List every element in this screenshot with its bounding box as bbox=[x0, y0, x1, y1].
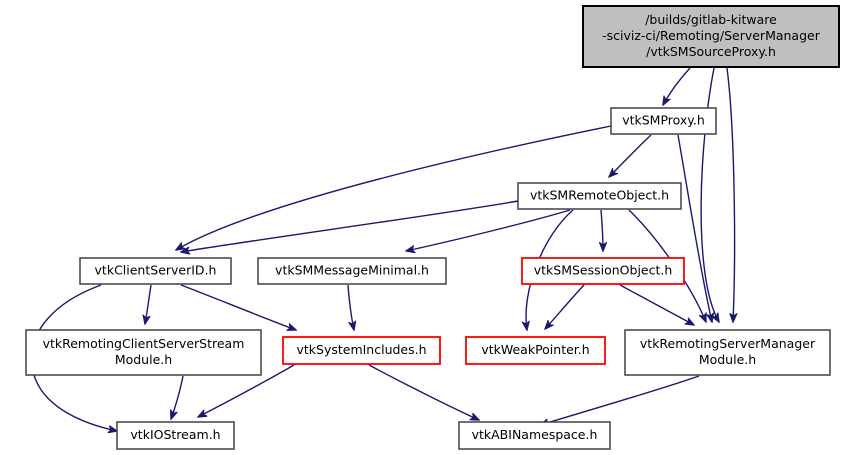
node-label-root: -sciviz-ci/Remoting/ServerManager bbox=[602, 28, 821, 43]
node-smsessionobject[interactable]: vtkSMSessionObject.h bbox=[521, 257, 685, 285]
node-label-smsessionobject: vtkSMSessionObject.h bbox=[534, 263, 673, 278]
edge-root-to-remotingservermanagermodule bbox=[700, 67, 719, 322]
edge-smmessageminimal-to-systemincludes bbox=[347, 284, 354, 330]
node-smremoteobject[interactable]: vtkSMRemoteObject.h bbox=[517, 182, 682, 210]
node-label-remotingservermanagermodule: Module.h bbox=[699, 352, 756, 367]
node-box-smsessionobject[interactable] bbox=[521, 257, 685, 285]
edge-smsessionobject-to-remotingservermanagermodule bbox=[619, 284, 694, 325]
edge-smsessionobject-to-weakpointer bbox=[545, 284, 585, 329]
edges-layer bbox=[31, 67, 735, 431]
node-label-root: /builds/gitlab-kitware bbox=[645, 12, 777, 27]
node-weakpointer[interactable]: vtkWeakPointer.h bbox=[465, 336, 606, 365]
node-clientserverid[interactable]: vtkClientServerID.h bbox=[79, 257, 232, 285]
node-label-weakpointer: vtkWeakPointer.h bbox=[481, 342, 589, 357]
node-box-smproxy[interactable] bbox=[610, 107, 717, 135]
node-label-remotingservermanagermodule: vtkRemotingServerManager bbox=[640, 336, 816, 351]
edge-clientserverid-to-systemincludes bbox=[180, 284, 296, 330]
node-box-remotingservermanagermodule[interactable] bbox=[624, 329, 831, 376]
edge-clientserverid-to-remotingclientserverstreammodule bbox=[145, 284, 152, 324]
node-smmessageminimal[interactable]: vtkSMMessageMinimal.h bbox=[257, 257, 447, 285]
edge-smremoteobject-to-smsessionobject bbox=[601, 209, 603, 251]
node-label-root: /vtkSMSourceProxy.h bbox=[646, 44, 776, 59]
node-label-clientserverid: vtkClientServerID.h bbox=[95, 263, 217, 278]
node-box-abinamespace[interactable] bbox=[458, 421, 611, 450]
node-root[interactable]: /builds/gitlab-kitware-sciviz-ci/Remotin… bbox=[582, 5, 840, 68]
node-box-iostream[interactable] bbox=[116, 421, 235, 450]
node-box-root[interactable] bbox=[582, 5, 840, 68]
node-smproxy[interactable]: vtkSMProxy.h bbox=[610, 107, 717, 135]
edge-remotingclientserverstreammodule-to-iostream bbox=[171, 375, 184, 419]
node-label-iostream: vtkIOStream.h bbox=[130, 427, 220, 442]
node-label-remotingclientserverstreammodule: vtkRemotingClientServerStream bbox=[43, 336, 245, 351]
node-systemincludes[interactable]: vtkSystemIncludes.h bbox=[282, 336, 441, 365]
node-box-smremoteobject[interactable] bbox=[517, 182, 682, 210]
node-label-smproxy: vtkSMProxy.h bbox=[622, 113, 705, 128]
edge-root-to-remotingservermanagermodule bbox=[726, 67, 735, 322]
node-label-smremoteobject: vtkSMRemoteObject.h bbox=[530, 188, 669, 203]
node-iostream[interactable]: vtkIOStream.h bbox=[116, 421, 235, 450]
node-label-systemincludes: vtkSystemIncludes.h bbox=[296, 342, 426, 357]
node-box-weakpointer[interactable] bbox=[465, 336, 606, 365]
edge-remotingservermanagermodule-to-abinamespace bbox=[540, 375, 700, 425]
node-label-abinamespace: vtkABINamespace.h bbox=[472, 427, 598, 442]
edge-smproxy-to-clientserverid bbox=[176, 125, 612, 250]
edge-smremoteobject-to-clientserverid bbox=[181, 200, 519, 252]
edge-systemincludes-to-abinamespace bbox=[368, 364, 479, 420]
node-box-smmessageminimal[interactable] bbox=[257, 257, 447, 285]
node-box-systemincludes[interactable] bbox=[282, 336, 441, 365]
edge-root-to-smproxy bbox=[663, 67, 691, 105]
node-abinamespace[interactable]: vtkABINamespace.h bbox=[458, 421, 611, 450]
node-label-remotingclientserverstreammodule: Module.h bbox=[115, 352, 172, 367]
nodes-layer: /builds/gitlab-kitware-sciviz-ci/Remotin… bbox=[25, 5, 840, 450]
node-label-smmessageminimal: vtkSMMessageMinimal.h bbox=[275, 263, 429, 278]
edge-smremoteobject-to-smmessageminimal bbox=[406, 209, 571, 251]
edge-smproxy-to-remotingservermanagermodule bbox=[677, 134, 712, 322]
edge-smproxy-to-smremoteobject bbox=[609, 134, 652, 177]
node-box-remotingclientserverstreammodule[interactable] bbox=[25, 329, 262, 376]
node-box-clientserverid[interactable] bbox=[79, 257, 232, 285]
edge-systemincludes-to-iostream bbox=[198, 364, 295, 417]
